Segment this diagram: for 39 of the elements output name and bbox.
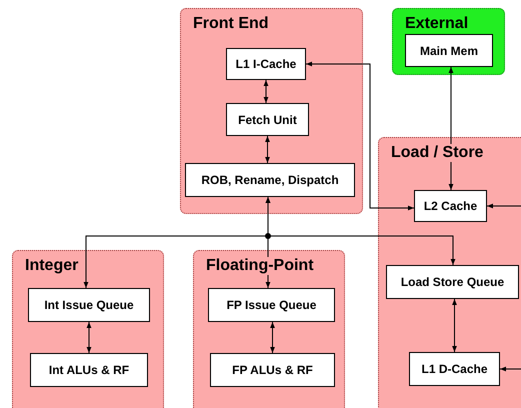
- connector-arrow: [306, 62, 414, 210]
- group-title: Load / Store: [390, 144, 484, 162]
- unit-label: Int Issue Queue: [44, 298, 134, 312]
- unit-box: [409, 352, 500, 386]
- connector-arrow: [266, 196, 456, 266]
- unit-box: [405, 34, 493, 67]
- unit-label: ROB, Rename, Dispatch: [201, 173, 339, 187]
- unit-box: [28, 288, 150, 322]
- unit-box: [210, 353, 335, 387]
- unit-label: L2 Cache: [424, 199, 478, 213]
- group-panel: [180, 8, 363, 214]
- unit-box: [30, 353, 148, 387]
- unit-box: [414, 190, 487, 222]
- unit-box: [226, 103, 309, 136]
- unit-box: [208, 288, 335, 322]
- group-panel: [12, 250, 164, 408]
- connector-arrow: [264, 80, 268, 104]
- unit-label: FP Issue Queue: [226, 298, 316, 312]
- unit-label: Fetch Unit: [238, 112, 297, 126]
- group-panel: [193, 250, 345, 408]
- unit-box: [185, 163, 355, 197]
- unit-label: Load Store Queue: [400, 275, 504, 289]
- unit-box: [386, 265, 519, 299]
- unit-box: [226, 48, 306, 80]
- unit-label: L1 I-Cache: [236, 57, 296, 71]
- connector-arrow: [500, 366, 521, 372]
- unit-label: L1 D-Cache: [421, 362, 488, 376]
- unit-label: FP ALUs & RF: [232, 363, 313, 377]
- group-panel: [378, 137, 521, 408]
- unit-label: Main Mem: [420, 44, 478, 58]
- group-panel: [392, 8, 505, 75]
- connector-arrow: [86, 322, 92, 354]
- group-title: Floating-Point: [205, 257, 315, 275]
- connector-arrow: [486, 204, 521, 208]
- connector-arrow: [452, 298, 457, 352]
- group-title: Integer: [24, 257, 80, 275]
- unit-label: Int ALUs & RF: [48, 363, 130, 377]
- connector-arrow: [265, 136, 270, 164]
- connector-arrow: [270, 322, 275, 354]
